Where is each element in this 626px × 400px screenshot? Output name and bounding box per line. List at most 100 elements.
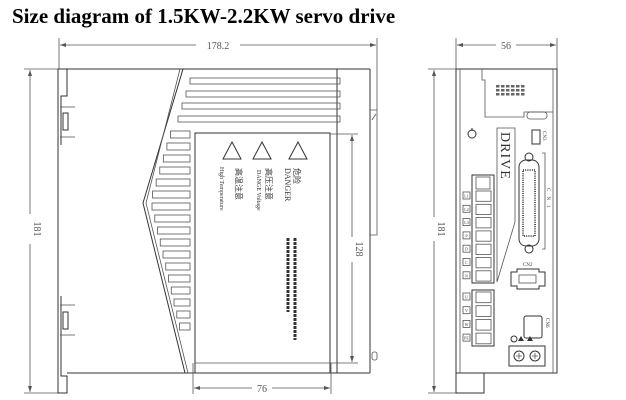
front-vent-grille: [496, 85, 525, 96]
front-height-label: 181: [435, 222, 446, 237]
terminal-label: N: [465, 273, 468, 278]
cn6-port[interactable]: [523, 315, 543, 339]
vent-slot: [155, 178, 191, 187]
vent-hole: [511, 93, 515, 96]
terminal-label: PE: [464, 336, 469, 341]
front-width-label: 56: [501, 41, 511, 52]
terminal-label-box: [462, 191, 471, 200]
terminal-label-box: [462, 204, 471, 213]
vent-slot-long: [189, 77, 341, 85]
vent-slot: [159, 166, 191, 175]
vent-hole: [511, 89, 515, 92]
terminal-label: L2: [464, 207, 468, 212]
vent-slot: [162, 154, 191, 163]
front-view: 56 181 DRIVE CN3 CN1: [428, 38, 558, 394]
terminal-c[interactable]: [475, 257, 492, 269]
terminal-label: V: [465, 308, 468, 313]
terminal-p[interactable]: [475, 230, 492, 242]
terminal-pe[interactable]: [475, 332, 492, 345]
vent-slot: [152, 190, 191, 199]
height-dimension: 181: [24, 68, 58, 394]
cn3-label: CN3: [541, 131, 546, 141]
vent-hole: [511, 85, 515, 88]
terminal-label: L3: [464, 220, 468, 225]
warning-temp-cn: 高温注意: [234, 168, 244, 200]
ground-screw-terminal: [508, 335, 546, 367]
vent-hole: [496, 85, 500, 88]
terminal-label: P: [465, 233, 468, 238]
terminal-label-box: [462, 218, 471, 227]
terminal-d[interactable]: [475, 243, 492, 255]
mount-slot-bottom: [62, 311, 69, 330]
vent-hole: [521, 85, 525, 88]
cn1-port[interactable]: [518, 152, 546, 254]
vent-hole: [501, 85, 505, 88]
vent-hole: [506, 89, 510, 92]
terminal-l2[interactable]: [475, 203, 492, 216]
high-voltage-icon: [252, 140, 272, 160]
terminal-l3[interactable]: [475, 217, 492, 229]
vent-hole: [516, 93, 520, 96]
power-terminal-block: [471, 174, 495, 284]
mount-slot-top: [62, 112, 69, 131]
warning-temp-en: High Temperature: [218, 167, 224, 211]
front-height-dimension: 181: [428, 68, 456, 394]
side-view: 178.2 181: [24, 38, 378, 395]
vent-slot: [168, 274, 191, 283]
cn2-label: CN2: [523, 263, 533, 268]
warning-labels: 危险 DANGER 高压注意 DANGE Voltage 高温注意 High T…: [218, 140, 308, 340]
terminal-label-box: [462, 271, 471, 280]
panel-height-label: 128: [353, 242, 364, 257]
cn3-port[interactable]: [531, 129, 541, 145]
earth-icon: [510, 335, 518, 343]
side-connector: [370, 109, 378, 236]
vent-hole: [516, 85, 520, 88]
warning-danger-en: DANGER: [283, 168, 292, 202]
vent-slot: [159, 238, 191, 247]
top-vent-cover: [481, 69, 553, 118]
vent-slot-long: [181, 102, 341, 110]
terminal-label-box: [462, 244, 471, 253]
heatsink-vents: [151, 77, 341, 331]
terminal-l1[interactable]: [475, 190, 492, 202]
vent-hole: [501, 89, 505, 92]
cn2-port[interactable]: [510, 268, 546, 290]
vent-hole: [506, 93, 510, 96]
vent-slot-long: [185, 90, 341, 98]
height-label: 181: [31, 222, 42, 237]
vent-slot: [170, 130, 191, 139]
vent-slot: [154, 214, 191, 223]
vent-slot: [176, 310, 191, 319]
warning-voltage-cn: 高压注意: [264, 168, 274, 200]
vent-slot: [179, 322, 191, 331]
terminal-label: W: [465, 322, 469, 327]
terminal-n[interactable]: [475, 270, 492, 282]
warning-voltage-en: DANGE Voltage: [255, 170, 261, 211]
label-panel: [194, 132, 331, 374]
terminal-w[interactable]: [475, 318, 492, 331]
vent-hole: [521, 93, 525, 96]
terminal-v[interactable]: [475, 305, 492, 317]
vent-hole: [506, 85, 510, 88]
terminal-u[interactable]: [475, 291, 492, 304]
vent-hole: [501, 93, 505, 96]
width-dimension: 178.2: [58, 38, 378, 110]
terminal-label-box: [462, 292, 471, 301]
vent-hole: [521, 89, 525, 92]
front-body: [455, 68, 558, 374]
page-title: Size diagram of 1.5KW-2.2KW servo drive: [12, 4, 396, 28]
ground-symbol-icon: [467, 128, 477, 139]
front-flange: [455, 373, 485, 394]
panel-width-label: 76: [257, 384, 267, 395]
terminal-label-box: [462, 319, 471, 328]
motor-terminal-block: [471, 289, 495, 347]
terminal-label-box: [462, 231, 471, 240]
brand-label: DRIVE: [497, 132, 512, 180]
terminal-label-box: [462, 258, 471, 266]
front-width-dimension: 56: [455, 38, 558, 69]
high-temperature-icon: [222, 140, 242, 160]
cn6-label: CN6: [544, 318, 549, 328]
vent-slot: [170, 286, 191, 295]
warning-icon: [518, 336, 533, 341]
